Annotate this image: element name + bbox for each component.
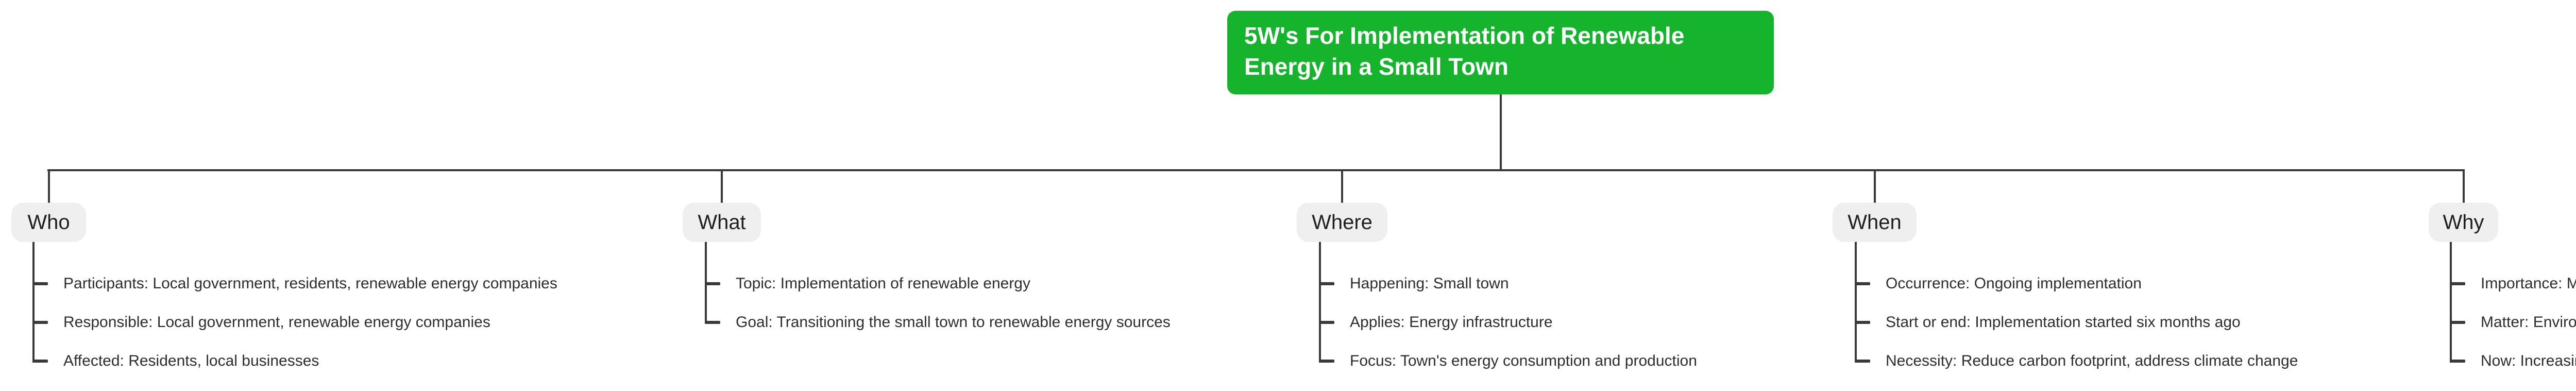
item-node-when-1[interactable]: Start or end: Implementation started six… xyxy=(1886,314,2241,331)
item-connector-dash xyxy=(1855,360,1870,363)
item-connector-dash xyxy=(1855,321,1870,324)
item-node-who-0[interactable]: Participants: Local government, resident… xyxy=(63,275,557,292)
item-connector-dash xyxy=(2450,360,2465,363)
branch-entry-line-when xyxy=(1874,169,1876,204)
item-node-where-2[interactable]: Focus: Town's energy consumption and pro… xyxy=(1350,352,1697,369)
item-node-when-0[interactable]: Occurrence: Ongoing implementation xyxy=(1886,275,2142,292)
branch-label-what: What xyxy=(698,211,746,234)
item-node-who-2[interactable]: Affected: Residents, local businesses xyxy=(63,352,319,369)
item-node-who-1[interactable]: Responsible: Local government, renewable… xyxy=(63,314,490,331)
branch-spine-line-where xyxy=(1319,242,1321,363)
branch-node-when[interactable]: When xyxy=(1833,203,1917,242)
branch-label-when: When xyxy=(1848,211,1902,234)
branch-node-what[interactable]: What xyxy=(683,203,761,242)
branch-spine-line-why xyxy=(2450,242,2452,363)
item-connector-dash xyxy=(32,282,48,285)
item-node-when-2[interactable]: Necessity: Reduce carbon footprint, addr… xyxy=(1886,352,2298,369)
item-connector-dash xyxy=(1319,282,1334,285)
branch-entry-line-what xyxy=(721,169,723,204)
item-connector-dash xyxy=(705,282,720,285)
item-connector-dash xyxy=(1855,282,1870,285)
item-connector-dash xyxy=(2450,282,2465,285)
branch-node-who[interactable]: Who xyxy=(11,203,86,242)
root-title: 5W's For Implementation of Renewable Ene… xyxy=(1244,22,1685,80)
item-connector-dash xyxy=(32,321,48,324)
root-drop-line xyxy=(1500,94,1502,171)
branch-node-where[interactable]: Where xyxy=(1297,203,1387,242)
root-node[interactable]: 5W's For Implementation of Renewable Ene… xyxy=(1227,11,1774,94)
item-connector-dash xyxy=(705,321,720,324)
item-connector-dash xyxy=(2450,321,2465,324)
item-connector-dash xyxy=(1319,321,1334,324)
branch-label-who: Who xyxy=(27,211,70,234)
item-connector-dash xyxy=(1319,360,1334,363)
item-node-what-0[interactable]: Topic: Implementation of renewable energ… xyxy=(736,275,1030,292)
item-node-where-0[interactable]: Happening: Small town xyxy=(1350,275,1509,292)
main-horizontal-line xyxy=(47,169,2464,171)
branch-node-why[interactable]: Why xyxy=(2429,203,2498,242)
branch-label-why: Why xyxy=(2443,211,2484,234)
branch-entry-line-why xyxy=(2463,169,2465,204)
branch-entry-line-who xyxy=(48,169,50,204)
item-connector-dash xyxy=(32,360,48,363)
item-node-why-2[interactable]: Now: Increasing awareness of advancement… xyxy=(2481,352,2576,369)
branch-spine-line-when xyxy=(1855,242,1857,363)
item-node-where-1[interactable]: Applies: Energy infrastructure xyxy=(1350,314,1553,331)
branch-label-where: Where xyxy=(1312,211,1372,234)
item-node-what-1[interactable]: Goal: Transitioning the small town to re… xyxy=(736,314,1171,331)
item-node-why-1[interactable]: Matter: Environmental sustainability, co… xyxy=(2481,314,2576,331)
branch-entry-line-where xyxy=(1341,169,1343,204)
item-node-why-0[interactable]: Importance: Mitigate climate change, red… xyxy=(2481,275,2576,292)
branch-spine-line-who xyxy=(32,242,35,363)
